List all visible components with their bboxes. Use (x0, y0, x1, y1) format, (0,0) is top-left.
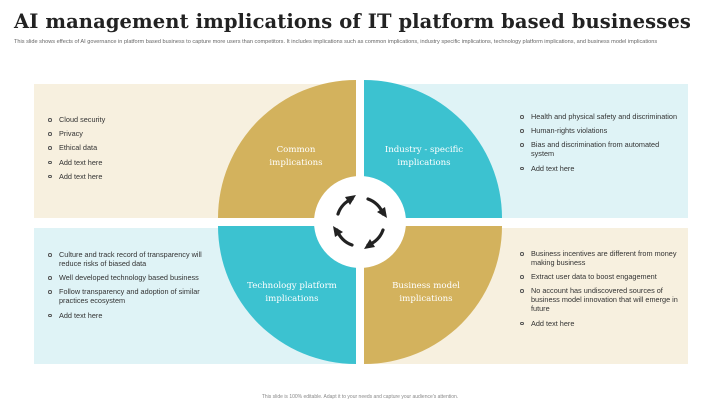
label-common-line1: Common (277, 145, 316, 155)
quadrant-industry-specific-implications (364, 80, 502, 218)
list-technology-platform-implications: Culture and track record of transparency… (48, 250, 208, 325)
list-item: Health and physical safety and discrimin… (520, 112, 678, 121)
bullet-icon (48, 313, 52, 318)
bullet-icon (48, 290, 52, 294)
bullet-icon (520, 115, 524, 119)
bullet-icon (520, 289, 524, 293)
list-item: Add text here (520, 164, 678, 173)
label-common-line2: implications (269, 158, 322, 168)
list-item: Human-rights violations (520, 126, 678, 135)
quadrant-business-model-implications (364, 226, 502, 364)
bullet-icon (520, 143, 524, 147)
list-item: Bias and discrimination from automated s… (520, 140, 678, 158)
list-item: Add text here (48, 172, 198, 181)
bullet-icon (48, 174, 52, 179)
list-item: Add text here (48, 311, 208, 320)
bullet-icon (520, 275, 524, 279)
list-item: Extract user data to boost engagement (520, 272, 678, 281)
label-business-line1: Business model (392, 281, 460, 291)
bullet-icon (48, 160, 52, 165)
label-industry-line1: Industry - specific (385, 145, 463, 155)
center-hub (314, 176, 406, 268)
list-item: Add text here (48, 158, 198, 167)
bullet-icon (520, 129, 524, 133)
bullet-icon (48, 146, 52, 150)
list-item: Add text here (520, 319, 678, 328)
footer-note: This slide is 100% editable. Adapt it to… (261, 394, 459, 400)
bullet-icon (520, 166, 524, 171)
quadrant-common-implications (218, 80, 356, 218)
list-item: Ethical data (48, 143, 198, 152)
list-item: Well developed technology based business (48, 273, 208, 282)
bullet-icon (520, 252, 524, 256)
label-technology-line2: implications (265, 294, 318, 304)
bullet-icon (48, 118, 52, 122)
list-item: Culture and track record of transparency… (48, 250, 208, 268)
page-subtitle: This slide shows effects of AI governanc… (14, 39, 658, 45)
label-business-line2: implications (399, 294, 452, 304)
list-item: Follow transparency and adoption of simi… (48, 287, 208, 305)
list-common-implications: Cloud security Privacy Ethical data Add … (48, 115, 198, 186)
bullet-icon (520, 321, 524, 326)
list-business-model-implications: Business incentives are different from m… (520, 249, 678, 333)
bullet-icon (48, 132, 52, 136)
list-item: Cloud security (48, 115, 198, 124)
list-item: Privacy (48, 129, 198, 138)
list-item: Business incentives are different from m… (520, 249, 678, 267)
label-industry-line2: implications (397, 158, 450, 168)
list-item: No account has undiscovered sources of b… (520, 286, 678, 313)
quadrant-technology-platform-implications (218, 226, 356, 364)
bullet-icon (48, 276, 52, 280)
label-technology-line1: Technology platform (247, 281, 337, 291)
list-industry-specific-implications: Health and physical safety and discrimin… (520, 112, 678, 178)
cycle-arrowheads (333, 195, 387, 249)
page-title: AI management implications of IT platfor… (14, 10, 691, 33)
bullet-icon (48, 253, 52, 257)
